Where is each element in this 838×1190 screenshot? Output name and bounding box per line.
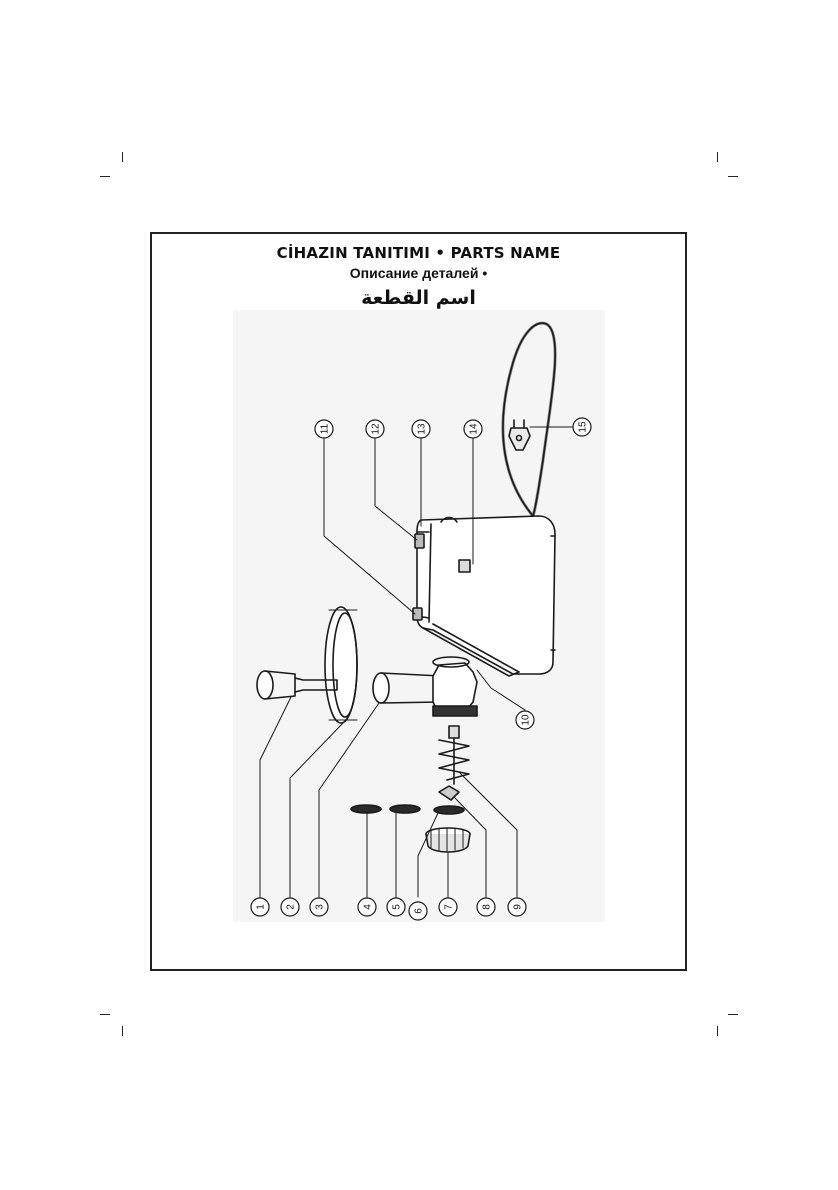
mincing-plate-5 — [389, 804, 421, 814]
crop-mark — [717, 152, 718, 162]
callout-6 — [408, 901, 428, 921]
callout-1 — [250, 897, 270, 917]
callout-10 — [515, 710, 535, 730]
part-number-9: 9 — [513, 904, 524, 910]
crop-mark — [122, 152, 123, 162]
motor-body — [412, 515, 556, 677]
part-number-2: 2 — [286, 904, 297, 910]
part-number-7: 7 — [444, 904, 455, 910]
crop-mark — [717, 1026, 718, 1036]
ring-nut — [425, 827, 471, 853]
title-parts-name: CİHAZIN TANITIMI • PARTS NAME — [276, 244, 561, 262]
callout-4 — [357, 897, 377, 917]
part-number-11: 11 — [320, 423, 331, 434]
part-number-13: 13 — [417, 423, 428, 435]
callout-2 — [280, 897, 300, 917]
callout-15 — [572, 417, 592, 437]
title-arabic: اسم القطعة — [361, 287, 476, 309]
part-number-15: 15 — [578, 421, 589, 433]
auger — [438, 725, 470, 785]
plug-icon — [508, 419, 531, 451]
crop-mark — [100, 176, 110, 177]
grinder-head — [372, 656, 478, 717]
crop-mark — [728, 176, 738, 177]
callout-11 — [314, 419, 334, 439]
callout-8 — [476, 897, 496, 917]
callout-13 — [411, 419, 431, 439]
parts-diagram: 1 2 3 4 5 6 7 8 9 10 11 12 13 14 15 — [233, 310, 605, 922]
part-number-5: 5 — [392, 904, 403, 910]
crop-mark — [122, 1026, 123, 1036]
cutting-blade — [438, 785, 460, 801]
callout-7 — [438, 897, 458, 917]
mincing-plate-4 — [350, 804, 382, 814]
callout-9 — [507, 897, 527, 917]
callout-14 — [463, 419, 483, 439]
part-number-12: 12 — [371, 423, 382, 435]
callout-12 — [365, 419, 385, 439]
crop-mark — [100, 1014, 110, 1015]
mincing-plate-6 — [433, 805, 465, 815]
part-number-3: 3 — [315, 904, 326, 910]
tray — [324, 606, 358, 724]
part-number-4: 4 — [363, 904, 374, 910]
callout-3 — [309, 897, 329, 917]
part-number-14: 14 — [469, 423, 480, 435]
crop-mark — [728, 1014, 738, 1015]
part-number-8: 8 — [482, 904, 493, 910]
part-number-10: 10 — [521, 714, 532, 726]
callout-5 — [386, 897, 406, 917]
part-number-6: 6 — [414, 908, 425, 914]
food-pusher — [256, 670, 338, 700]
part-number-1: 1 — [256, 904, 267, 910]
title-russian: Описание деталей • — [349, 265, 488, 281]
parts-frame: CİHAZIN TANITIMI • PARTS NAME Описание д… — [150, 232, 687, 971]
